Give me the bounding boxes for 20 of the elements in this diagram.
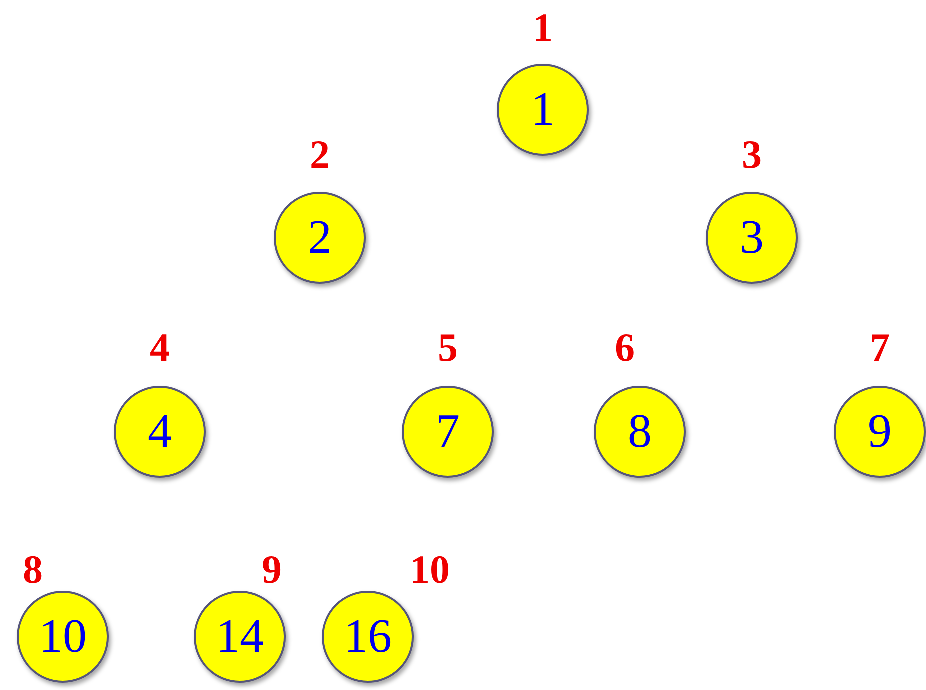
circle-node: 1: [497, 64, 589, 156]
circle-node: 4: [114, 386, 206, 478]
circle-node: 10: [17, 591, 109, 683]
circle-node: 9: [834, 386, 926, 478]
circle-node: 14: [194, 591, 286, 683]
index-label: 5: [438, 328, 458, 368]
circle-node: 16: [322, 591, 414, 683]
index-label: 10: [410, 550, 450, 590]
index-label: 6: [615, 328, 635, 368]
circle-node: 2: [274, 192, 366, 284]
circle-node: 3: [706, 192, 798, 284]
index-label: 4: [150, 328, 170, 368]
index-label: 8: [23, 550, 43, 590]
index-label: 1: [533, 8, 553, 48]
index-label: 3: [742, 135, 762, 175]
circle-node: 7: [402, 386, 494, 478]
index-label: 9: [262, 550, 282, 590]
index-label: 7: [870, 328, 890, 368]
index-label: 2: [310, 135, 330, 175]
circle-node: 8: [594, 386, 686, 478]
